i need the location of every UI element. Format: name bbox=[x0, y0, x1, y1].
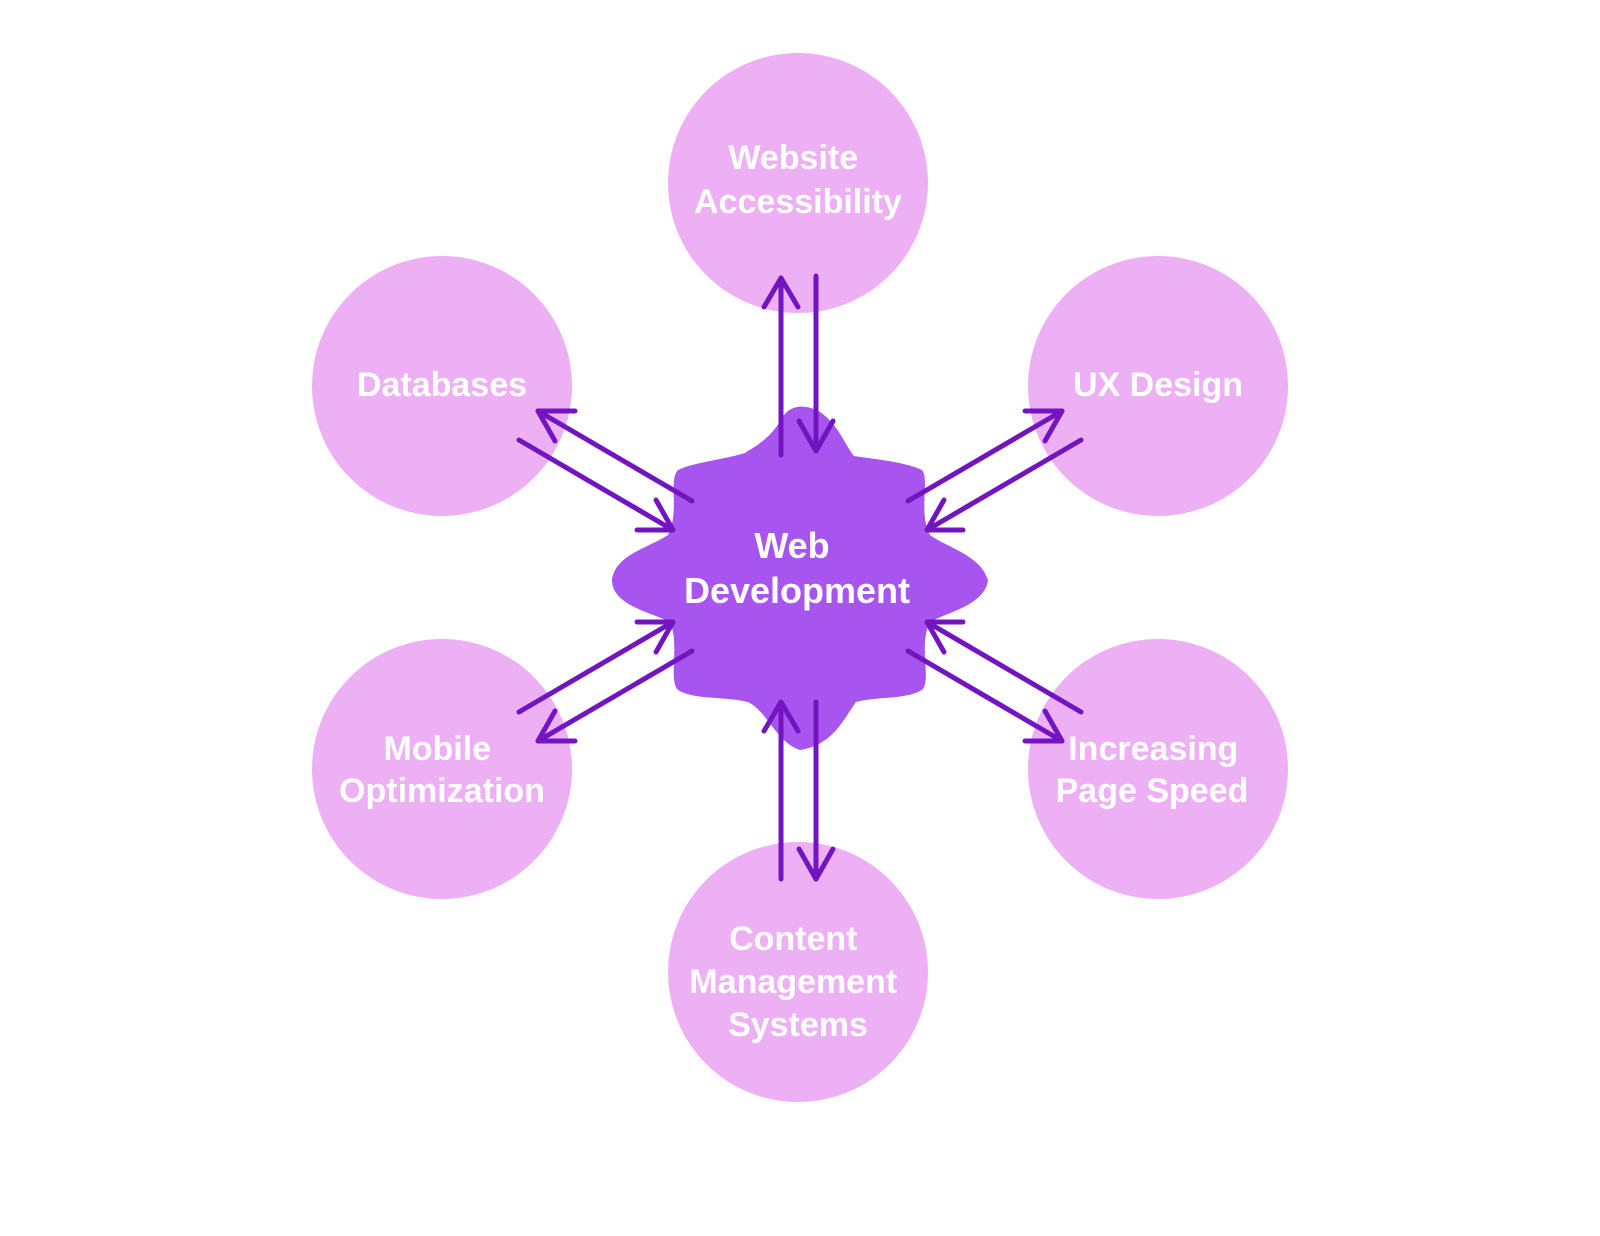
arrow-head bbox=[535, 708, 578, 744]
node-label: Mobile Optimization bbox=[339, 730, 545, 810]
node-circle bbox=[312, 256, 572, 516]
node-label-line: Mobile bbox=[383, 730, 491, 768]
node-label-line: Content bbox=[729, 920, 857, 958]
node-label-line: Management bbox=[689, 963, 897, 1001]
connection-mobile-optimization bbox=[516, 619, 695, 744]
arrow-in bbox=[924, 437, 1084, 533]
node-label: UX Design bbox=[1073, 366, 1243, 404]
arrow-head bbox=[924, 497, 966, 533]
node-circle bbox=[668, 842, 928, 1102]
node-label-line: Page Speed bbox=[1056, 772, 1249, 810]
arrow-head bbox=[1022, 408, 1065, 444]
arrow-out bbox=[905, 648, 1065, 744]
connection-databases bbox=[516, 408, 695, 533]
arrow-in bbox=[516, 437, 676, 533]
arrow-head bbox=[796, 418, 836, 454]
node-mobile-optimization: Mobile Optimization bbox=[312, 639, 572, 899]
center-label-line: Web bbox=[754, 525, 829, 566]
node-label-line: Website bbox=[728, 139, 858, 177]
center-label: Web Development bbox=[684, 525, 910, 611]
center-shape bbox=[612, 406, 988, 750]
node-label: Increasing Page Speed bbox=[1056, 730, 1249, 810]
arrows bbox=[516, 273, 1084, 882]
node-label-line: Optimization bbox=[339, 772, 545, 810]
node-website-accessibility: Website Accessibility bbox=[668, 53, 928, 313]
node-label-line: Databases bbox=[357, 366, 527, 404]
node-content-management-systems: Content Management Systems bbox=[668, 842, 928, 1102]
node-label-line: Accessibility bbox=[694, 183, 902, 221]
arrow-out bbox=[905, 408, 1065, 504]
arrow-in bbox=[924, 619, 1084, 715]
node-label-line: UX Design bbox=[1073, 366, 1243, 404]
node-ux-design: UX Design bbox=[1028, 256, 1288, 516]
arrow-head bbox=[634, 619, 676, 655]
arrow-out bbox=[535, 648, 695, 744]
node-increasing-page-speed: Increasing Page Speed bbox=[1028, 639, 1288, 899]
node-label: Content Management Systems bbox=[689, 920, 906, 1044]
node-circle bbox=[1028, 639, 1288, 899]
connection-website-accessibility bbox=[761, 273, 836, 458]
arrow-head bbox=[796, 846, 836, 882]
node-circle bbox=[1028, 256, 1288, 516]
center-label-line: Development bbox=[684, 570, 910, 611]
arrow-head bbox=[761, 275, 801, 310]
arrow-in bbox=[516, 619, 676, 715]
node-label-line: Systems bbox=[728, 1006, 868, 1044]
node-circle bbox=[312, 639, 572, 899]
node-circle bbox=[668, 53, 928, 313]
node-databases: Databases bbox=[312, 256, 572, 516]
node-label-line: Increasing bbox=[1068, 730, 1238, 768]
arrow-head bbox=[634, 497, 676, 533]
connection-ux-design bbox=[905, 408, 1084, 533]
arrow-head bbox=[1022, 708, 1065, 744]
arrow-head bbox=[924, 619, 966, 655]
arrow-head bbox=[535, 408, 578, 444]
node-label: Website Accessibility bbox=[694, 139, 902, 221]
node-label: Databases bbox=[357, 366, 527, 404]
arrow-head bbox=[761, 699, 801, 734]
arrow-out bbox=[535, 408, 695, 504]
connection-increasing-page-speed bbox=[905, 619, 1084, 744]
center-node: Web Development bbox=[612, 406, 988, 750]
connection-content-management-systems bbox=[761, 699, 836, 882]
